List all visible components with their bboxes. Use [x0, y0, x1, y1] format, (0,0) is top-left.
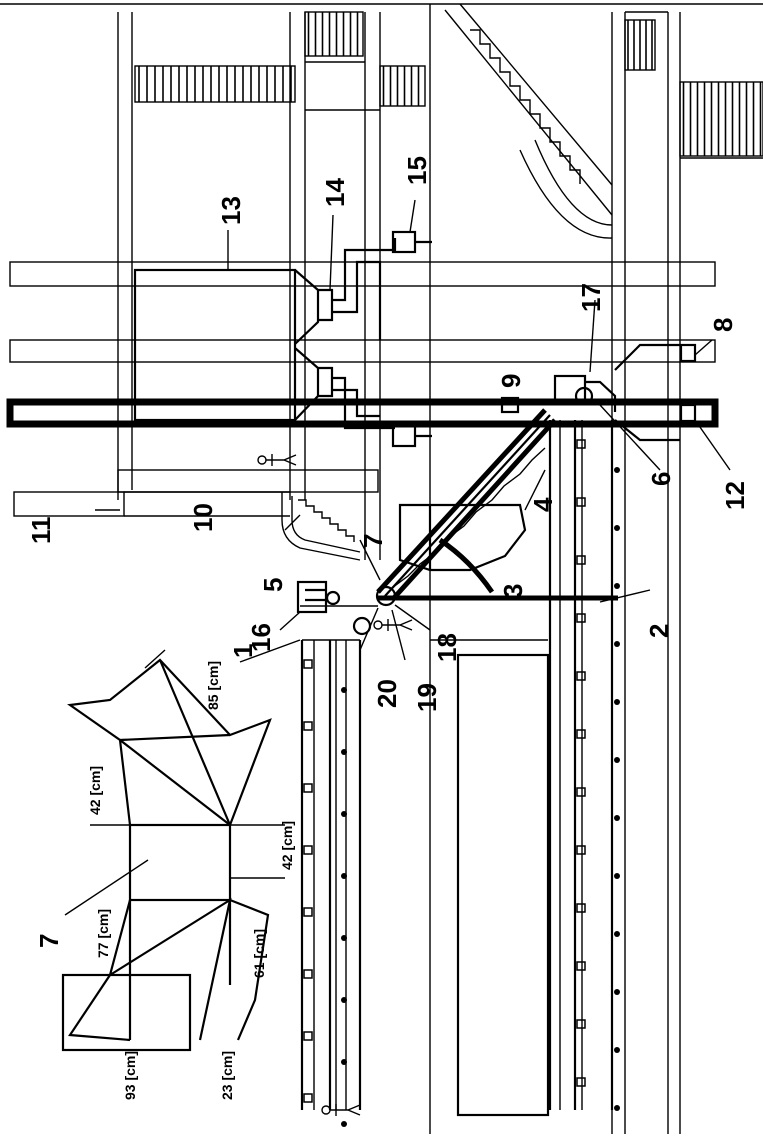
label-3: 3	[498, 584, 528, 598]
conveyor-bolt	[341, 687, 347, 693]
frame-lines	[0, 3, 763, 1134]
conveyor-roller	[576, 497, 586, 507]
conveyor-bolt	[341, 811, 347, 817]
conveyor-roller	[576, 1077, 586, 1087]
conveyor-roller	[576, 1019, 586, 1029]
inset-chute-7	[61, 649, 285, 1052]
conveyor-bolt	[341, 873, 347, 879]
label-15: 15	[402, 156, 432, 185]
pole-2	[300, 595, 618, 607]
escalator-top	[444, 3, 613, 239]
conveyor-roller	[576, 671, 586, 681]
label-6: 6	[646, 472, 676, 486]
conveyor-bolt	[614, 1105, 620, 1111]
conveyor-roller	[576, 787, 586, 797]
conveyor-roller	[576, 555, 586, 565]
conveyor-roller	[303, 845, 313, 855]
hopper-13	[133, 268, 334, 422]
box-9	[500, 396, 520, 414]
conveyor-roller	[303, 1031, 313, 1041]
head-unit-5	[296, 580, 397, 636]
left-stair-frame	[281, 492, 361, 561]
conveyor-roller	[576, 845, 586, 855]
conveyor-bolt	[614, 583, 620, 589]
conveyor-lower	[548, 420, 620, 1111]
label-13: 13	[216, 196, 246, 225]
dim-61: 61 [cm]	[251, 929, 267, 978]
pipes-14-15	[332, 230, 432, 448]
conveyor-bolt	[614, 815, 620, 821]
head-unit-6	[553, 343, 697, 442]
conveyor-roller	[303, 1093, 313, 1103]
conveyor-bolt	[614, 989, 620, 995]
conveyor-roller	[576, 961, 586, 971]
dim-93: 93 [cm]	[122, 1051, 138, 1100]
dim-23: 23 [cm]	[219, 1051, 235, 1100]
conveyor-bolt	[614, 467, 620, 473]
label-16: 16	[246, 623, 276, 652]
conveyor-bolt	[341, 997, 347, 1003]
label-20: 20	[372, 679, 402, 708]
label-10: 10	[188, 503, 218, 532]
label-9: 9	[496, 374, 526, 388]
conveyor-roller	[303, 721, 313, 731]
conveyor-bolt	[614, 525, 620, 531]
conveyor-bolt	[614, 873, 620, 879]
dim-42-top: 42 [cm]	[87, 766, 103, 815]
label-2: 2	[644, 624, 674, 638]
conveyor-roller	[576, 613, 586, 623]
label-1: 1	[228, 644, 258, 658]
conveyor-bolt	[341, 749, 347, 755]
conveyor-bolt	[614, 641, 620, 647]
central-box	[430, 639, 550, 1117]
label-8: 8	[708, 318, 738, 332]
conveyor-bolt	[614, 1047, 620, 1053]
conveyor-bolt	[341, 935, 347, 941]
dim-85: 85 [cm]	[205, 661, 221, 710]
conveyor-roller	[576, 439, 586, 449]
label-7-inset: 7	[34, 934, 64, 948]
dim-42-right: 42 [cm]	[279, 821, 295, 870]
leader-lines	[64, 199, 731, 916]
conveyor-bolt	[341, 1121, 347, 1127]
conveyor-roller	[576, 729, 586, 739]
building-structure	[117, 11, 763, 1134]
conveyor-bolt	[341, 1059, 347, 1065]
dim-77: 77 [cm]	[95, 909, 111, 958]
label-18: 18	[432, 633, 462, 662]
conveyor-roller	[303, 783, 313, 793]
human-figures	[257, 454, 413, 1116]
part-labels: 1 2 3 4 5 6 7 8 9 10 11 12 13 14 15 16 1…	[26, 156, 750, 948]
label-7: 7	[358, 534, 388, 548]
conveyor-1	[300, 639, 362, 1127]
conveyor-roller	[303, 907, 313, 917]
horizontal-bars	[6, 261, 719, 517]
label-17: 17	[576, 283, 606, 312]
label-11: 11	[26, 517, 56, 545]
conveyor-roller	[576, 903, 586, 913]
chute-3	[398, 503, 527, 594]
conveyor-roller	[303, 969, 313, 979]
label-12: 12	[720, 481, 750, 510]
label-14: 14	[320, 178, 350, 207]
hatched-blocks	[134, 11, 763, 157]
label-5: 5	[258, 578, 288, 592]
conveyor-bolt	[614, 931, 620, 937]
conveyor-roller	[303, 659, 313, 669]
conveyor-bolt	[614, 699, 620, 705]
label-19: 19	[412, 683, 442, 712]
label-4: 4	[528, 497, 558, 512]
conveyor-bolt	[614, 757, 620, 763]
dimension-labels: 85 [cm] 42 [cm] 42 [cm] 77 [cm] 61 [cm] …	[87, 661, 295, 1100]
